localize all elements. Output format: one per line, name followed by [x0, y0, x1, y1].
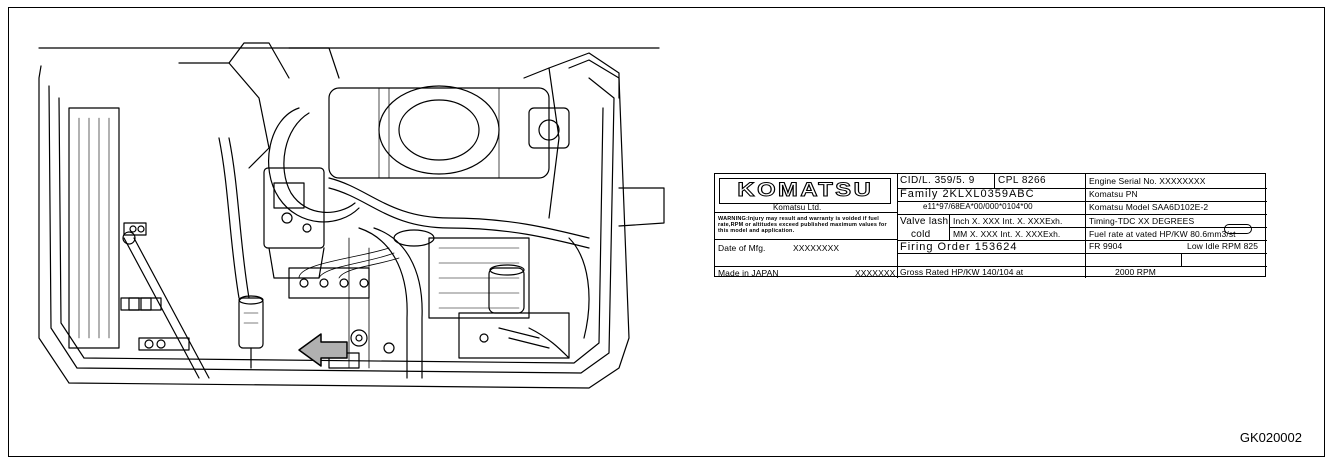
- firing-order: Firing Order 153624: [900, 242, 1018, 253]
- figure-code: GK020002: [1239, 430, 1302, 445]
- valve-lash-label: Valve lash: [900, 217, 949, 227]
- cid-value: CID/L. 359/5. 9: [900, 176, 975, 186]
- valve-lash-inch: Inch X. XXX Int. X. XXXExh.: [953, 217, 1063, 226]
- oval-mark: [1224, 224, 1252, 234]
- komatsu-logo: KOMATSU: [719, 178, 891, 204]
- low-idle-rpm: Low Idle RPM 825: [1187, 242, 1259, 251]
- cold-label: cold: [911, 230, 931, 240]
- valve-lash-mm: MM X. XXX Int. X. XXXExh.: [953, 230, 1061, 239]
- fuel-rate: Fuel rate at vated HP/KW 80.6mm3/st: [1089, 230, 1236, 239]
- date-value: XXXXXXXX: [793, 244, 840, 253]
- figure-frame: KOMATSU Komatsu Ltd. WARNING:Injury may …: [8, 7, 1325, 457]
- fr-value: FR 9904: [1089, 242, 1123, 251]
- komatsu-model: Komatsu Model SAA6D102E-2: [1089, 203, 1209, 212]
- made-in-text: Made in JAPAN: [718, 269, 779, 278]
- gross-rated: Gross Rated HP/KW 140/104 at: [900, 268, 1024, 277]
- timing-tdc: Timing-TDC XX DEGREES: [1089, 217, 1195, 226]
- maker-name: Komatsu Ltd.: [773, 204, 822, 212]
- made-code: XXXXXXX: [855, 269, 896, 278]
- family-value: Family 2KLXL0359ABC: [900, 189, 1035, 200]
- engine-label-plate: KOMATSU Komatsu Ltd. WARNING:Injury may …: [714, 173, 1267, 278]
- engine-compartment-illustration: [38, 42, 665, 389]
- cpl-value: CPL 8266: [998, 176, 1047, 186]
- warning-text: WARNING:Injury may result and warranty i…: [718, 216, 887, 234]
- rated-rpm: 2000 RPM: [1115, 268, 1156, 277]
- engine-serial: Engine Serial No. XXXXXXXX: [1089, 177, 1206, 186]
- komatsu-pn: Komatsu PN: [1089, 190, 1138, 199]
- date-label: Date of Mfg.: [718, 244, 766, 253]
- certification-value: e11*97/68EA*00/000*0104*00: [923, 203, 1033, 211]
